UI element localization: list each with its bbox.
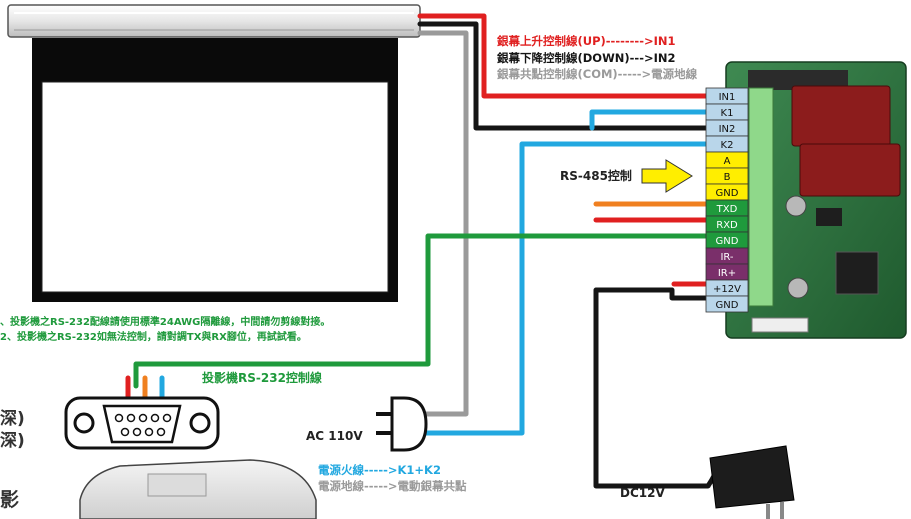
db9-pins [114,413,172,437]
terminal-label: IR- [720,252,733,263]
side-text-b: 深) [0,430,25,451]
terminal-block [748,87,774,307]
label-com-wire: 銀幕共點控制線(COM)----->電源地線 [497,67,698,81]
label-up-wire: 銀幕上升控制線(UP)-------->IN1 [497,34,676,48]
wire-k1-blue [589,109,709,131]
capacitor-2 [787,277,809,299]
terminal-cell [705,295,749,313]
screen-housing [7,4,421,38]
note-line-2: 2、投影機之RS-232如無法控制，請對調TX與RX腳位，再試試看。 [0,330,307,343]
terminal-label: RXD [716,220,738,231]
label-power-live: 電源火線----->K1+K2 [318,463,441,477]
label-dc12v: DC12V [620,486,665,500]
terminal-label: +12V [713,284,741,295]
wire-rs232-gnd-green [133,233,709,389]
rs485-indicator [641,159,693,193]
terminal-label: A [724,156,731,167]
projector [79,459,317,519]
ac-plug [376,396,428,452]
mcu-chip [835,251,879,295]
label-rs485: RS-485控制 [560,168,632,183]
arrow-right-icon [641,159,693,193]
side-text-c: 影 [0,489,19,511]
bottom-connector [751,317,809,333]
label-power-ground: 電源地線----->電動銀幕共點 [318,479,467,493]
header-connector [748,70,848,90]
adapter-body [709,445,795,509]
wire-up-red [417,13,709,99]
terminal-label: GND [716,188,739,199]
db9-face [102,404,182,444]
wire-dc-gnd-black [593,287,711,489]
terminal-label: GND [716,300,739,311]
side-text-a: 深) [0,408,25,429]
relay-1 [791,85,891,147]
screen-surface [41,81,389,293]
ic-small [816,208,842,226]
db9-connector [64,396,220,450]
terminal-label: B [724,172,731,183]
plug-body [390,396,428,452]
terminal-label: K2 [721,140,734,151]
terminal-label: IN1 [719,92,736,103]
terminal-label: IN2 [719,124,736,135]
label-rs232-wire: 投影機RS-232控制線 [202,370,322,385]
relay-2 [799,143,901,197]
terminal-label: GND [716,236,739,247]
label-down-wire: 銀幕下降控制線(DOWN)--->IN2 [497,51,676,65]
db9-screw-right [189,412,211,434]
projection-screen [7,4,421,302]
db9-screw-left [73,412,95,434]
terminal-label: TXD [716,204,738,215]
capacitor-1 [785,195,807,217]
projector-vent [147,473,207,497]
terminal-label: K1 [721,108,734,119]
wires [125,13,711,489]
dc-adapter [705,445,795,519]
label-ac-110v: AC 110V [306,429,363,443]
terminal-label: IR+ [718,268,736,279]
note-line-1: 、投影機之RS-232配線請使用標準24AWG隔離線，中間請勿剪線對接。 [0,315,330,328]
control-board [725,61,907,339]
wire-com-gray [417,30,469,417]
wire-k2-blue [417,141,709,436]
